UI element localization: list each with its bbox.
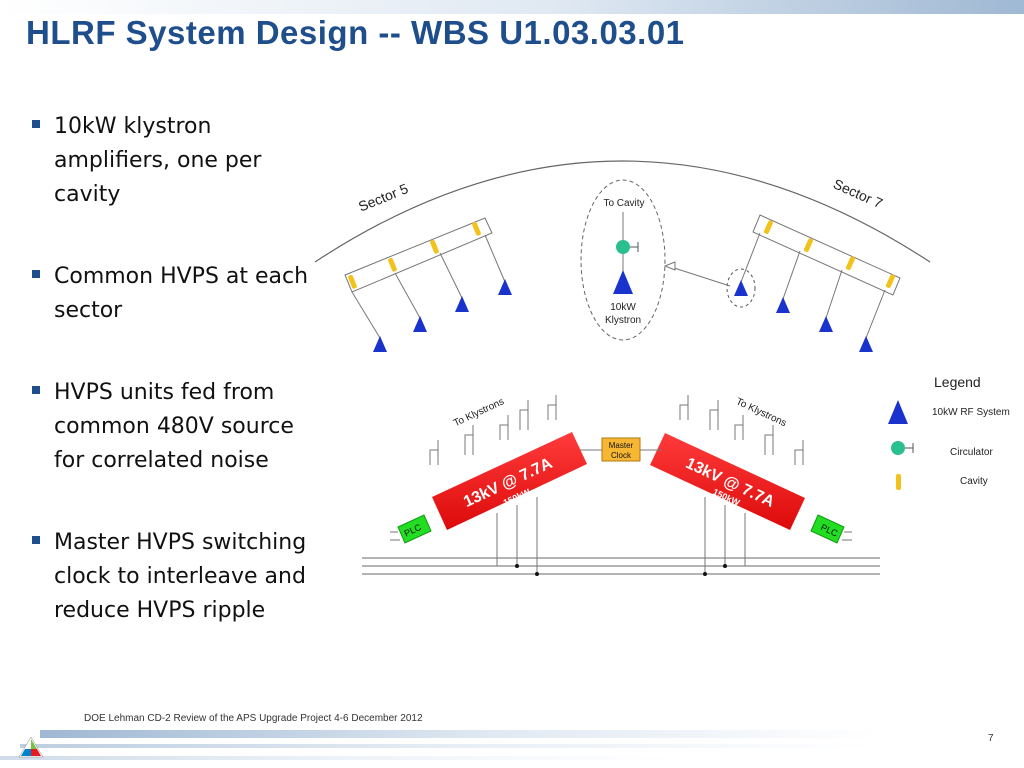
klystron-detail: To Cavity 10kW Klystron <box>580 179 731 341</box>
sector-7-cavity-rack <box>726 214 901 352</box>
footer-gradient-bar <box>0 730 1024 760</box>
bullet-item: HVPS units fed from common 480V source f… <box>30 376 320 478</box>
sector-5-label: Sector 5 <box>356 180 411 214</box>
ring-arc <box>314 160 931 263</box>
svg-text:10kW RF System: 10kW RF System <box>932 407 1010 418</box>
page-number: 7 <box>988 733 994 744</box>
klystron-triangle-icon <box>859 336 873 352</box>
legend: Legend 10kW RF System Circulator Cavity <box>888 374 1010 490</box>
slide-title: HLRF System Design -- WBS U1.03.03.01 <box>26 14 685 51</box>
bullet-square-icon <box>32 386 40 394</box>
klystron-triangle-icon <box>776 297 790 313</box>
svg-text:Master: Master <box>609 441 634 450</box>
bullet-item: Master HVPS switching clock to interleav… <box>30 526 320 628</box>
klystron-triangle-icon <box>413 316 427 332</box>
svg-text:Cavity: Cavity <box>960 476 988 487</box>
bullet-square-icon <box>32 120 40 128</box>
svg-text:Circulator: Circulator <box>950 447 993 458</box>
klystron-triangle-icon <box>373 336 387 352</box>
klystron-triangle-icon <box>819 316 833 332</box>
svg-text:To Klystrons: To Klystrons <box>734 396 788 429</box>
bullet-square-icon <box>32 536 40 544</box>
argonne-logo-icon <box>18 736 44 758</box>
footer-text: DOE Lehman CD-2 Review of the APS Upgrad… <box>84 713 423 724</box>
svg-text:10kW: 10kW <box>610 302 636 313</box>
svg-text:Clock: Clock <box>611 451 632 460</box>
hvps-right: 13kV @ 7.7A 150kW PLC To Klystrons <box>650 395 852 576</box>
top-gradient-bar <box>0 0 1024 14</box>
klystron-triangle-icon <box>613 270 633 294</box>
svg-text:To Cavity: To Cavity <box>603 198 644 209</box>
svg-text:Klystron: Klystron <box>605 315 641 326</box>
power-bus <box>362 557 880 575</box>
klystron-triangle-icon <box>455 296 469 312</box>
svg-text:To Klystrons: To Klystrons <box>452 396 506 429</box>
klystron-triangle-icon <box>734 280 748 296</box>
svg-text:Legend: Legend <box>934 374 981 390</box>
hlrf-system-diagram: Sector 5 Sector 7 To Cavity <box>314 160 1010 576</box>
bullet-item: Common HVPS at each sector <box>30 260 320 328</box>
bullet-square-icon <box>32 270 40 278</box>
bullet-list: 10kW klystron amplifiers, one per cavity… <box>30 110 320 676</box>
circulator-icon <box>616 240 630 254</box>
sector-5-cavity-rack <box>344 217 512 352</box>
legend-cavity-icon <box>896 474 901 490</box>
bullet-item: 10kW klystron amplifiers, one per cavity <box>30 110 320 212</box>
master-clock-box: Master Clock <box>580 437 662 462</box>
legend-klystron-icon <box>888 400 908 424</box>
sector-7-label: Sector 7 <box>831 176 885 212</box>
legend-circulator-icon <box>891 441 905 455</box>
hvps-left: 13kV @ 7.7A 150kW PLC To Klystrons <box>390 395 587 576</box>
klystron-triangle-icon <box>498 279 512 295</box>
